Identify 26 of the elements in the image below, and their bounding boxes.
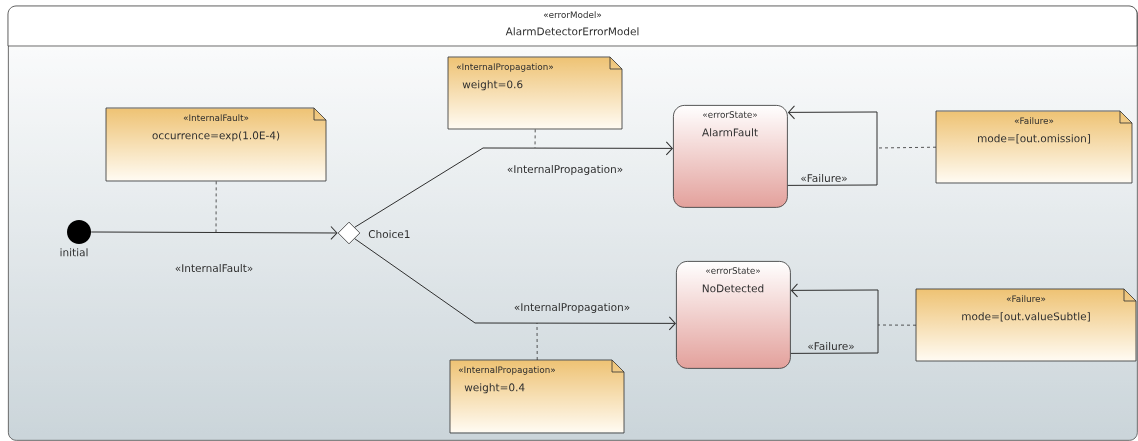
node-label: initial [60,248,88,257]
state-box: «errorState» AlarmFault [673,105,788,208]
leader-line [877,324,917,326]
note: «InternalFault» occurrence=exp(1.0E-4) [105,107,327,182]
edge-label: «InternalPropagation» [514,302,630,314]
leader-line [536,322,538,361]
transition-arrow [354,238,676,331]
leader-line [215,181,217,233]
leader-line [876,146,937,149]
stereotype-label: «errorModel» [543,11,602,18]
leader-line [534,129,536,149]
transition-arrow [90,225,338,240]
note: «InternalPropagation» weight=0.4 [449,359,625,434]
edge-label: «Failure» [808,341,854,351]
state-box: «errorState» NoDetected [676,261,791,369]
edge-label: «InternalFault» [175,263,253,273]
self-transition-arrow [787,105,878,186]
note: «Failure» mode=[out.valueSubtle] [915,288,1137,362]
edge-label: «Failure» [801,173,847,183]
note: «Failure» mode=[out.omission] [935,110,1133,184]
edge-label: «InternalPropagation» [507,164,623,176]
note: «InternalPropagation» weight=0.6 [447,56,623,130]
self-transition-arrow [790,283,879,354]
transition-arrow [354,141,673,228]
node-label: Choice1 [368,229,410,239]
frame-title: AlarmDetectorErrorModel [505,27,639,36]
